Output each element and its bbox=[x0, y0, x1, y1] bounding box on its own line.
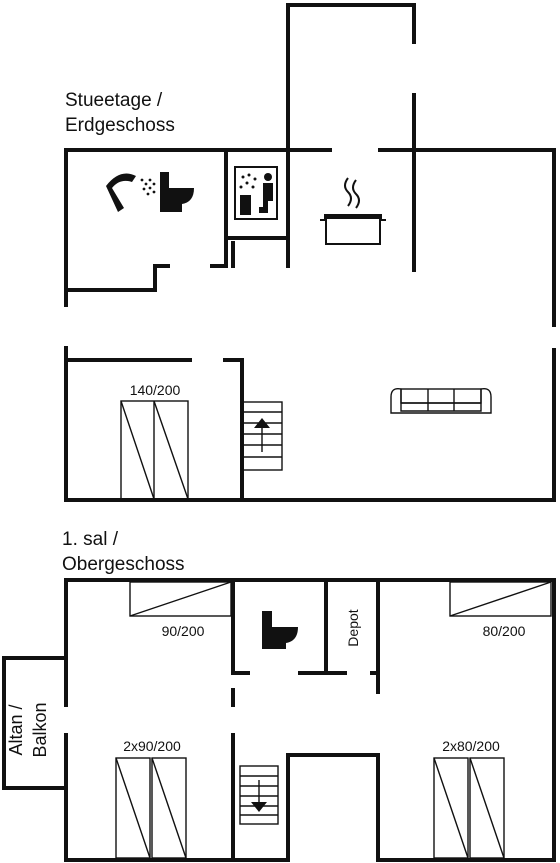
sofa-icon bbox=[390, 387, 492, 414]
upper-floor-label-line2: Obergeschoss bbox=[62, 554, 185, 575]
single-bed-90 bbox=[129, 581, 232, 617]
balcony-wall bbox=[2, 656, 68, 790]
bed-label-140: 140/200 bbox=[130, 382, 181, 398]
bed-label-2x80: 2x80/200 bbox=[442, 738, 500, 754]
balcony-label-line2: Balkon bbox=[30, 702, 50, 757]
ground-floor-plan bbox=[64, 3, 556, 502]
single-bed-80 bbox=[449, 581, 552, 617]
bed-label-2x90: 2x90/200 bbox=[123, 738, 181, 754]
kitchen-wall bbox=[286, 148, 416, 272]
ground-floor-label-line1: Stueetage / bbox=[65, 90, 163, 111]
ground-outer-wall bbox=[64, 3, 556, 502]
upper-floor-plan bbox=[2, 578, 556, 862]
twin-beds-80 bbox=[433, 757, 505, 859]
arrow-down-icon bbox=[251, 802, 267, 812]
balcony-label-line1: Altan / bbox=[6, 704, 26, 755]
depot-wall bbox=[324, 578, 380, 694]
ground-floor-label: Stueetage / Erdgeschoss bbox=[65, 88, 175, 138]
cooking-pot-icon bbox=[320, 177, 386, 245]
upper-floor-label: 1. sal / Obergeschoss bbox=[62, 527, 185, 577]
upper-toilet-icon bbox=[262, 611, 298, 649]
shower-icon bbox=[106, 173, 156, 212]
ground-floor-label-line2: Erdgeschoss bbox=[65, 115, 175, 136]
stairs-up bbox=[241, 401, 283, 471]
double-bed bbox=[120, 400, 189, 500]
upper-outer-wall bbox=[64, 578, 556, 862]
bed-label-90: 90/200 bbox=[162, 623, 205, 639]
bathroom-wall bbox=[64, 148, 228, 292]
arrow-up-icon bbox=[254, 418, 270, 428]
toilet-room-wall bbox=[231, 578, 328, 675]
stairs-down bbox=[239, 765, 279, 825]
toilet-icon bbox=[160, 172, 194, 212]
sauna-icon bbox=[234, 166, 278, 220]
twin-beds-90 bbox=[115, 757, 187, 859]
bed-label-80: 80/200 bbox=[483, 623, 526, 639]
sauna-wall bbox=[224, 148, 290, 268]
upper-floor-label-line1: 1. sal / bbox=[62, 529, 118, 550]
depot-label: Depot bbox=[345, 609, 361, 646]
